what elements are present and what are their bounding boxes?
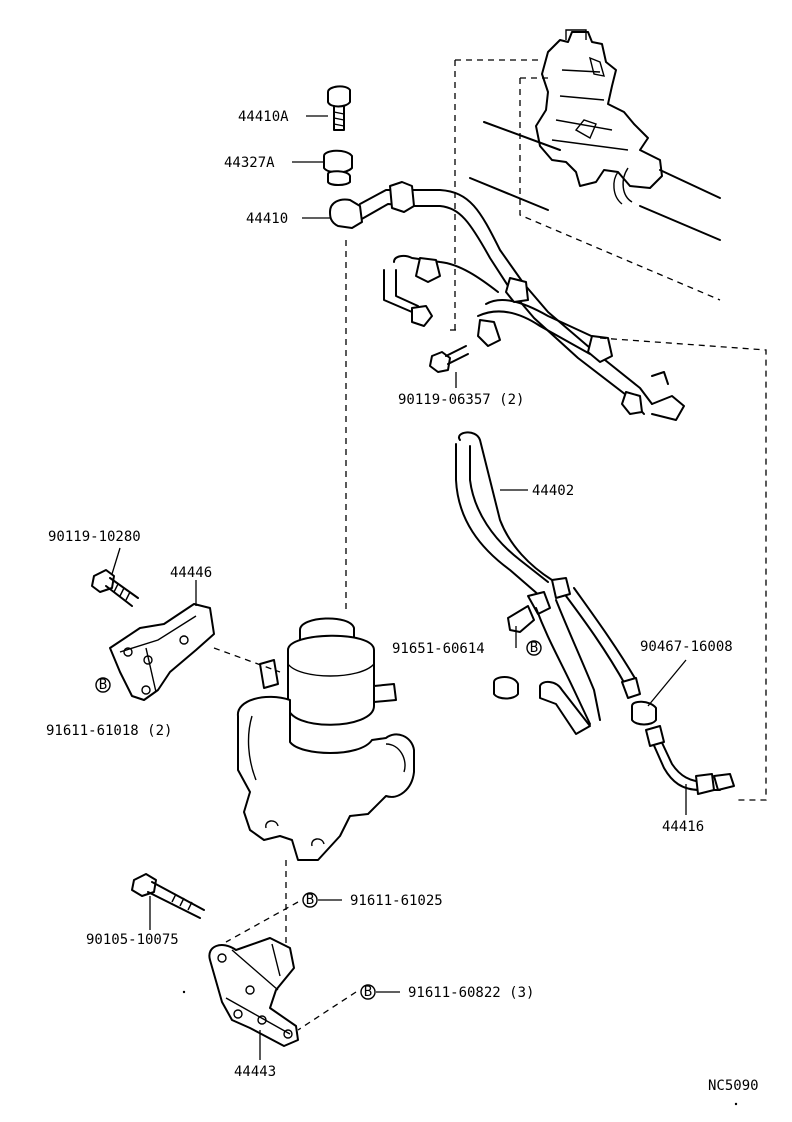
label-44402: 44402 — [532, 483, 574, 499]
pump-reservoir — [213, 240, 415, 950]
label-91651-60614: 91651-60614 — [392, 641, 485, 657]
label-90105-10075: 90105-10075 — [86, 932, 179, 948]
svg-text:B: B — [99, 677, 107, 693]
bolt-90119-10280 — [91, 569, 139, 607]
badge-b-91611-61018: B — [95, 677, 111, 693]
label-91611-61025: 91611-61025 — [350, 893, 443, 909]
label-44446: 44446 — [170, 565, 212, 581]
label-91611-61018: 91611-61018 (2) — [46, 723, 172, 739]
label-90467-16008: 90467-16008 — [640, 639, 733, 655]
clamp-90467-16008 — [631, 700, 657, 726]
bracket-44443 — [208, 937, 299, 1047]
label-90119-10280: 90119-10280 — [48, 529, 141, 545]
gasket-44327A — [323, 149, 353, 186]
label-44443: 44443 — [234, 1064, 276, 1080]
return-hose — [455, 431, 641, 735]
pressure-line — [329, 181, 767, 801]
clamp-91651-60614 — [507, 605, 535, 633]
badge-b-91611-61025: B — [302, 892, 318, 908]
label-44416: 44416 — [662, 819, 704, 835]
badge-b-91611-60822: B — [360, 984, 376, 1000]
svg-text:B: B — [364, 984, 372, 1000]
steering-gear-housing — [454, 29, 721, 330]
svg-text:B: B — [306, 892, 314, 908]
label-44410: 44410 — [246, 211, 288, 227]
svg-text:B: B — [530, 640, 538, 656]
label-90119-06357: 90119-06357 (2) — [398, 392, 524, 408]
leader-lines — [111, 115, 687, 1060]
tube-44416 — [645, 725, 735, 795]
label-44410A: 44410A — [238, 109, 289, 125]
bolt-90105-10075 — [131, 873, 205, 919]
label-91611-60822: 91611-60822 (3) — [408, 985, 534, 1001]
bracket-44446 — [109, 603, 215, 701]
bolt-90119-06357 — [429, 345, 469, 373]
dot-marks — [182, 990, 738, 1106]
label-44327A: 44327A — [224, 155, 275, 171]
union-bolt-44410A — [327, 85, 351, 131]
diagram-code: NC5090 — [708, 1078, 759, 1094]
badge-b-91651: B — [526, 640, 542, 656]
part-labels: 44410A 44327A 44410 90119-06357 (2) 4440… — [46, 109, 759, 1094]
